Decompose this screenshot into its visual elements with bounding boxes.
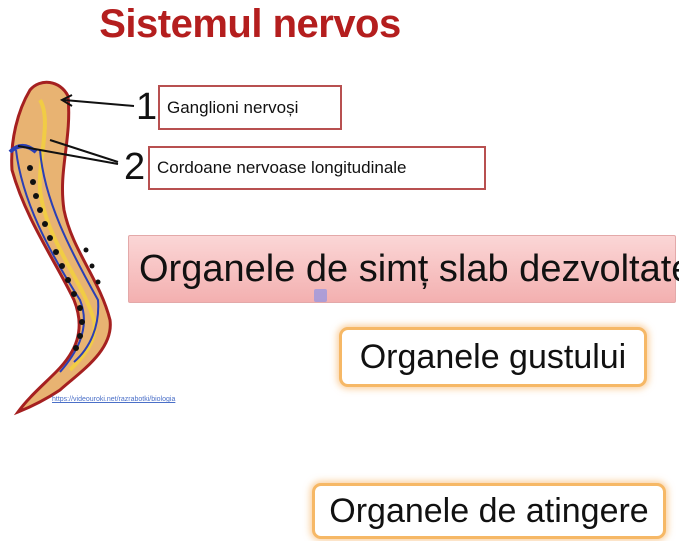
worm-gut: [37, 98, 97, 372]
page-title: Sistemul nervos: [99, 2, 401, 46]
sense-organs-banner: Organele de simț slab dezvoltate.: [128, 235, 679, 303]
label-ganglioni: Ganglioni nervoși: [158, 85, 342, 130]
pill-organele-de-atingere: Organele de atingere: [312, 483, 666, 539]
worm-dots: [27, 165, 101, 351]
pill-organele-gustului: Organele gustului: [339, 327, 647, 387]
nerve-cord-right: [39, 149, 100, 363]
mouse-cursor-icon: [314, 289, 327, 302]
pointer-arrows: [17, 94, 135, 165]
label-cordoane: Cordoane nervoase longitudinale: [148, 146, 486, 190]
label-number-2: 2: [124, 146, 146, 188]
label-number-1: 1: [136, 86, 158, 128]
source-link[interactable]: https://videouroki.net/razrabotki/biolog…: [52, 396, 176, 403]
